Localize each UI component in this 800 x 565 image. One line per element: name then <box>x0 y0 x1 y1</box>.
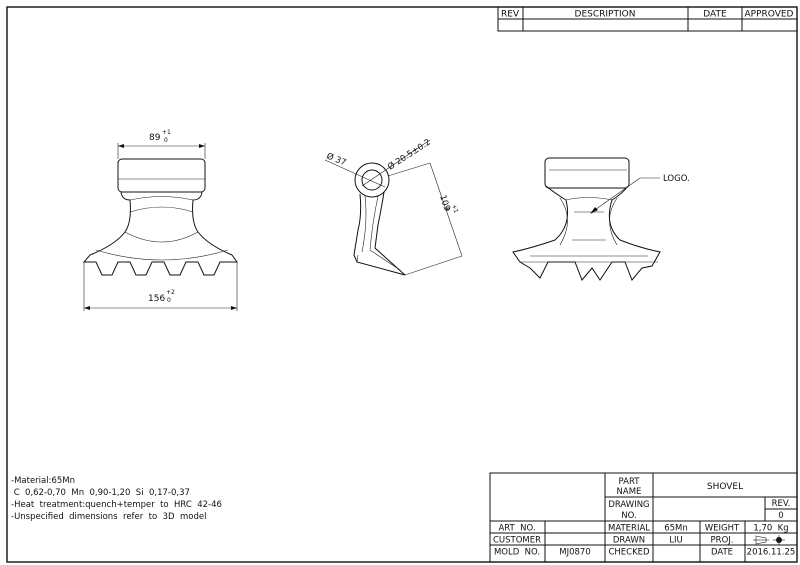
dim-inner-dia: Ø 20.5±0.2 <box>386 137 433 173</box>
dim-top-width: 89 <box>149 133 161 143</box>
notes: -Material:65Mn C 0,62-0,70 Mn 0,90-1,20 … <box>11 476 222 522</box>
art-no-label: ART NO. <box>498 524 535 534</box>
dim-length: 109 <box>437 194 452 213</box>
date-value: 2016.11.25 <box>747 548 796 558</box>
checked-label: CHECKED <box>608 548 650 558</box>
third-angle-projection-icon <box>753 535 785 545</box>
title-block: PART NAME SHOVEL DRAWING NO. REV. 0 ART … <box>489 472 798 563</box>
date-label: DATE <box>711 548 733 558</box>
description-header: DESCRIPTION <box>575 10 636 20</box>
drawn-label: DRAWN <box>613 536 645 546</box>
dim-bottom-width: 156 <box>148 294 165 304</box>
rev-header: REV <box>501 10 520 20</box>
dim-length-tol-upper: +1 <box>450 203 459 214</box>
note-material: -Material:65Mn <box>11 476 75 486</box>
drawing-no-label-2: NO. <box>621 511 636 521</box>
drawing-no-label: DRAWING <box>608 500 649 510</box>
rev-value: 0 <box>778 511 783 521</box>
iso-view: LOGO. <box>512 157 690 281</box>
part-name-label-2: NAME <box>617 487 642 497</box>
drawing-border <box>6 6 798 563</box>
rev-label: REV. <box>772 499 791 509</box>
weight-label: WEIGHT <box>705 524 740 534</box>
dim-bottom-tol-lower: 0 <box>167 297 171 304</box>
dim-bottom-tol-upper: +2 <box>166 289 175 296</box>
mold-no-value: MJ0870 <box>559 548 590 558</box>
weight-value: 1,70 Kg <box>753 524 788 534</box>
mold-no-label: MOLD NO. <box>494 548 540 558</box>
logo-label: LOGO. <box>663 174 690 184</box>
material-label: MATERIAL <box>608 524 650 534</box>
note-heat-treatment: -Heat treatment:quench+temper to HRC 42-… <box>11 500 222 510</box>
part-name-label: PART <box>619 477 641 487</box>
date-header: DATE <box>703 10 727 20</box>
side-view: Ø 37 Ø 20.5±0.2 109 +1 0 <box>325 137 463 276</box>
material-value: 65Mn <box>664 524 688 534</box>
dim-top-tol-upper: +1 <box>162 129 171 136</box>
part-name-value: SHOVEL <box>707 482 743 492</box>
note-composition: C 0,62-0,70 Mn 0,90-1,20 Si 0,17-0,37 <box>11 488 190 498</box>
dim-outer-dia: Ø 37 <box>325 151 348 169</box>
customer-label: CUSTOMER <box>493 536 541 546</box>
proj-label: PROJ. <box>711 536 734 546</box>
dim-length-tol-lower: 0 <box>443 206 451 212</box>
drawn-value: LIU <box>669 536 682 546</box>
revision-table: REV DESCRIPTION DATE APPROVED <box>497 6 798 32</box>
note-dimensions: -Unspecified dimensions refer to 3D mode… <box>11 512 206 522</box>
front-view: 89 +1 0 156 +2 0 <box>82 129 238 311</box>
dim-top-tol-lower: 0 <box>164 137 168 144</box>
approved-header: APPROVED <box>745 10 794 20</box>
